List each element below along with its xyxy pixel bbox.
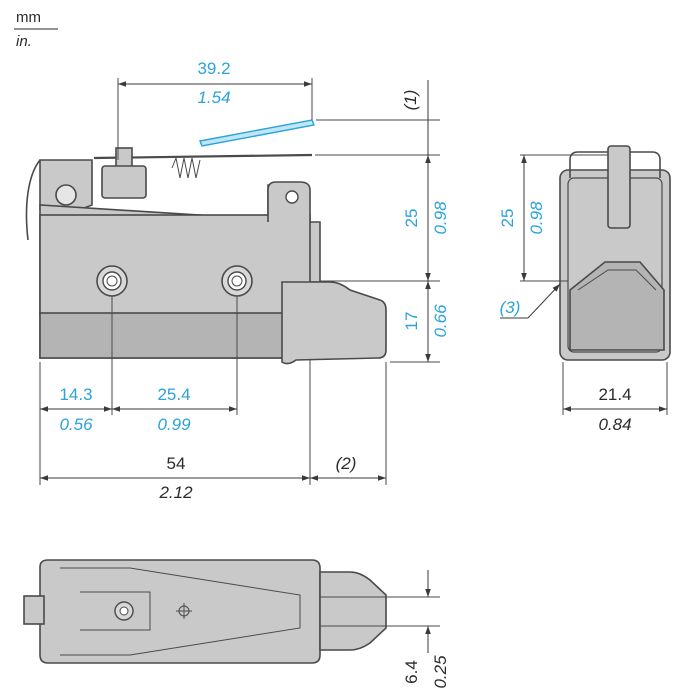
dim-height-lower-in: 0.66 <box>431 304 450 338</box>
roller-wheel <box>55 184 77 206</box>
side-view: 25 0.98 (3) 21.4 0.84 <box>498 145 671 434</box>
dim-height-upper-in: 0.98 <box>431 201 450 235</box>
dim-hole-spacing-mm: 25.4 <box>157 385 190 404</box>
dim-hole-offset-mm: 14.3 <box>59 385 92 404</box>
plunger-cap <box>281 281 387 365</box>
mounting-hole-right <box>221 265 253 297</box>
switch-body-upper <box>39 214 311 316</box>
bottom-clip <box>23 595 45 625</box>
dim-side-height-mm: 25 <box>498 209 517 228</box>
dim-lever-in: 1.54 <box>197 88 230 107</box>
bottom-screw-center <box>119 606 129 616</box>
dim-body-length-in: 2.12 <box>158 483 193 502</box>
bottom-view: 6.4 0.25 <box>23 559 450 689</box>
units-legend: mm in. <box>14 9 58 50</box>
dim-plunger-in: 0.25 <box>431 655 450 689</box>
dim-side-width-in: 0.84 <box>598 415 631 434</box>
unit-in-label: in. <box>16 33 32 50</box>
dim-hole-offset-in: 0.56 <box>59 415 93 434</box>
dim-plunger-mm: 6.4 <box>402 660 421 684</box>
dim-body-length-mm: 54 <box>167 454 186 473</box>
bottom-lever-outline <box>60 567 301 656</box>
dim-height-lower-mm: 17 <box>402 312 421 331</box>
dim-lever-mm: 39.2 <box>197 59 230 78</box>
front-view: 39.2 1.54 (1) 25 0.98 17 0.66 14.3 0.56 … <box>25 59 450 502</box>
pivot-housing <box>101 165 147 199</box>
bottom-lever-slot <box>80 591 151 631</box>
unit-mm-label: mm <box>16 9 41 26</box>
side-plunger <box>569 261 665 351</box>
side-plunger-edge <box>577 269 657 291</box>
bottom-plunger <box>319 571 387 651</box>
dim-side-height-in: 0.98 <box>527 201 546 235</box>
leader-note3 <box>527 283 561 319</box>
spring-icon <box>171 156 201 179</box>
note-2: (2) <box>336 454 357 473</box>
crosshair-icon <box>176 603 192 619</box>
note-3: (3) <box>500 298 521 317</box>
dim-height-upper-mm: 25 <box>402 209 421 228</box>
tab-hole <box>285 190 299 204</box>
note-1: (1) <box>401 90 420 111</box>
dim-side-width-mm: 21.4 <box>598 385 631 404</box>
roller-clip <box>25 159 41 241</box>
side-lever <box>607 145 631 229</box>
mounting-hole-left <box>96 265 128 297</box>
switch-body-lower <box>39 312 291 359</box>
lever-free-position <box>199 119 315 147</box>
dim-hole-spacing-in: 0.99 <box>157 415 191 434</box>
